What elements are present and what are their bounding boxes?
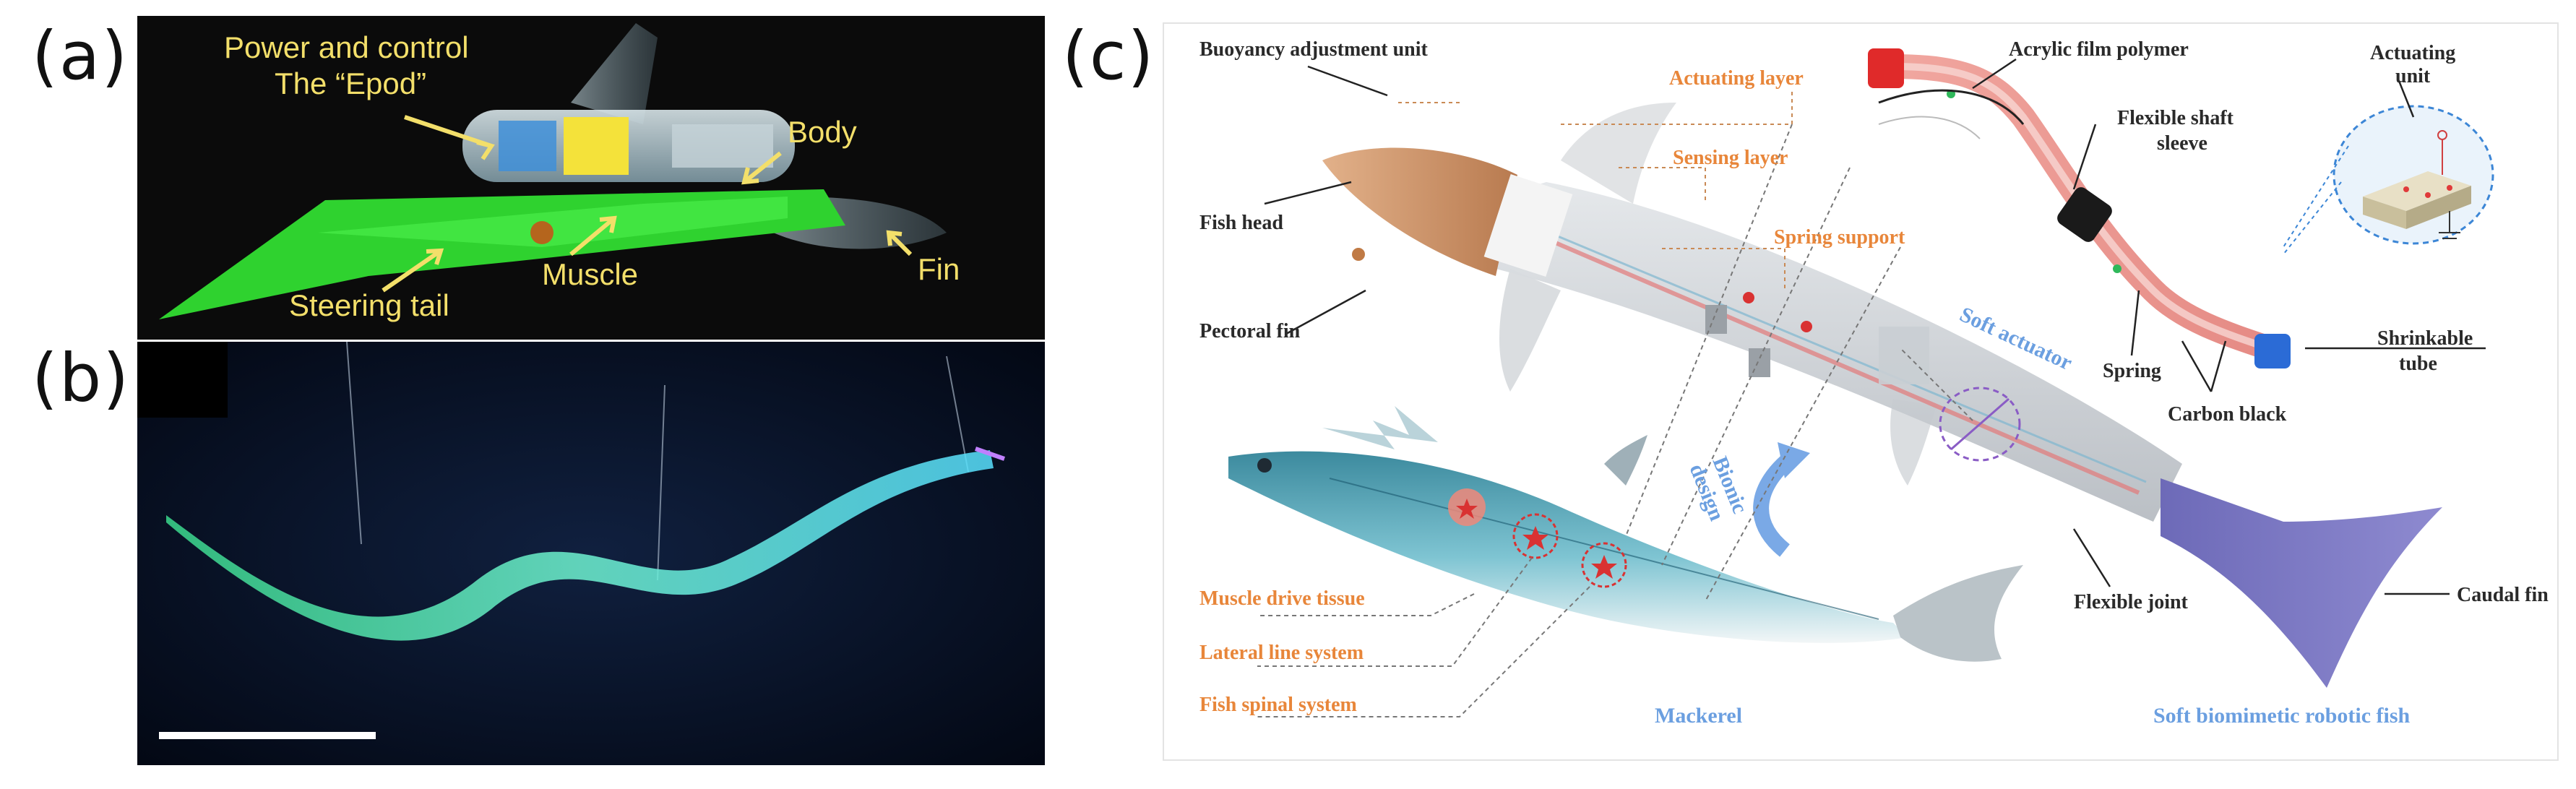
label-robotic-fish: Soft biomimetic robotic fish (2153, 704, 2411, 728)
scale-bar (159, 732, 376, 739)
label-power-line1: Power and control (224, 30, 469, 64)
label-mackerel: Mackerel (1655, 704, 1742, 728)
label-spring-support: Spring support (1774, 226, 1905, 249)
label-flexible-shaft-1: Flexible shaft (2117, 107, 2234, 129)
actuator-tube (1868, 48, 2291, 368)
label-carbon-black: Carbon black (2168, 403, 2287, 426)
panel-b-photo (137, 342, 1045, 765)
label-flexible-joint: Flexible joint (2074, 591, 2189, 613)
mackerel-fish (1228, 406, 2023, 662)
black-sleeve (2057, 187, 2112, 242)
panel-a-letter: (a) (32, 17, 129, 95)
label-power-line2: The “Epod” (275, 66, 426, 100)
label-actuating-layer: Actuating layer (1669, 67, 1804, 90)
robot-fish-illustration: Power and control The “Epod” Body Muscle… (159, 23, 960, 322)
label-shrinkable-1: Shrinkable (2377, 327, 2473, 350)
robotic-fish (1322, 103, 2442, 688)
label-shrinkable-2: tube (2399, 353, 2437, 375)
label-lateral-line: Lateral line system (1199, 642, 1364, 664)
label-body: Body (788, 115, 857, 149)
label-sensing-layer: Sensing layer (1673, 147, 1788, 169)
dorsal-fin (571, 23, 658, 124)
label-flexible-shaft-2: sleeve (2157, 132, 2207, 155)
caudal-fin (2161, 478, 2442, 688)
label-muscle-drive: Muscle drive tissue (1199, 587, 1365, 610)
label-spring: Spring (2103, 360, 2161, 382)
fish-head-cone (1322, 147, 1517, 276)
label-buoyancy: Buoyancy adjustment unit (1199, 38, 1429, 61)
bionic-arrow (1753, 450, 1798, 557)
label-spinal: Fish spinal system (1199, 694, 1357, 716)
label-fish-head: Fish head (1199, 212, 1283, 234)
label-caudal-fin: Caudal fin (2457, 584, 2549, 606)
label-pectoral-fin: Pectoral fin (1199, 320, 1301, 342)
panel-c-letter: (c) (1062, 17, 1155, 95)
glowing-eel-robot (137, 342, 1045, 765)
panel-c-diagram: Buoyancy adjustment unit Actuating layer… (1156, 16, 2565, 767)
label-fin: Fin (918, 252, 960, 286)
label-muscle: Muscle (542, 257, 638, 291)
actuating-unit-zoom (2283, 105, 2494, 255)
black-corner (137, 342, 228, 418)
eel-body (166, 450, 994, 641)
label-acrylic: Acrylic film polymer (2009, 38, 2189, 61)
panel-b-letter: (b) (32, 340, 131, 417)
label-actuating-unit-2: unit (2395, 65, 2431, 87)
biomimetic-fish-diagram: Buoyancy adjustment unit Actuating layer… (1163, 22, 2559, 761)
label-actuating-unit-1: Actuating (2370, 42, 2455, 64)
red-cap (1868, 48, 1904, 88)
blue-cap (2254, 334, 2291, 368)
label-steering-tail: Steering tail (289, 288, 449, 322)
panel-a-photo: Power and control The “Epod” Body Muscle… (137, 16, 1045, 340)
